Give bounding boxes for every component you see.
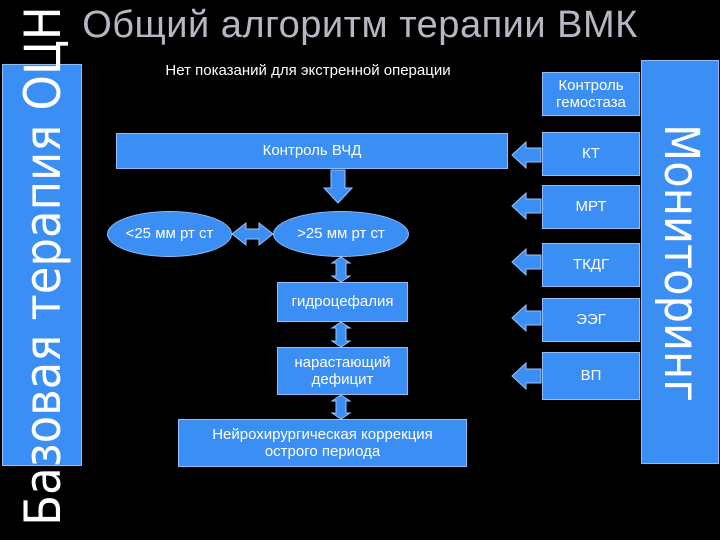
monitoring-item-tcd: ТКДГ [542,243,640,287]
double-arrow-icon [231,221,274,247]
monitoring-item-mri: МРТ [542,185,640,229]
down-arrow-icon [322,169,354,204]
vertical-double-arrow-icon [330,256,352,283]
left-arrow-icon [511,303,542,333]
vertical-double-arrow-icon [330,394,352,420]
vertical-double-arrow-icon [330,321,352,348]
left-arrow-icon [511,191,542,221]
left-arrow-icon [511,247,542,277]
monitoring-item-eeg: ЭЭГ [542,298,640,342]
high-pressure-box: >25 мм рт ст [273,211,409,257]
page-title: Общий алгоритм терапии ВМК [82,4,638,46]
icp-control-box: Контроль ВЧД [116,133,508,169]
monitoring-band: Мониторинг [641,60,719,464]
monitoring-item-ep: ВП [542,352,640,400]
left-arrow-icon [511,140,542,170]
hydrocephalus-box: гидроцефалия [277,282,408,322]
hemostasis-box: Контроль гемостаза [542,72,640,116]
base-therapy-band: Базовая терапия ОЦН [2,6,82,526]
surgery-box: Нейрохирургическая коррекция острого пер… [178,419,467,467]
left-arrow-icon [511,361,542,391]
deficit-box: нарастающий дефицит [277,347,408,395]
monitoring-item-ct: КТ [542,132,640,176]
subtitle: Нет показаний для экстренной операции [165,62,451,79]
